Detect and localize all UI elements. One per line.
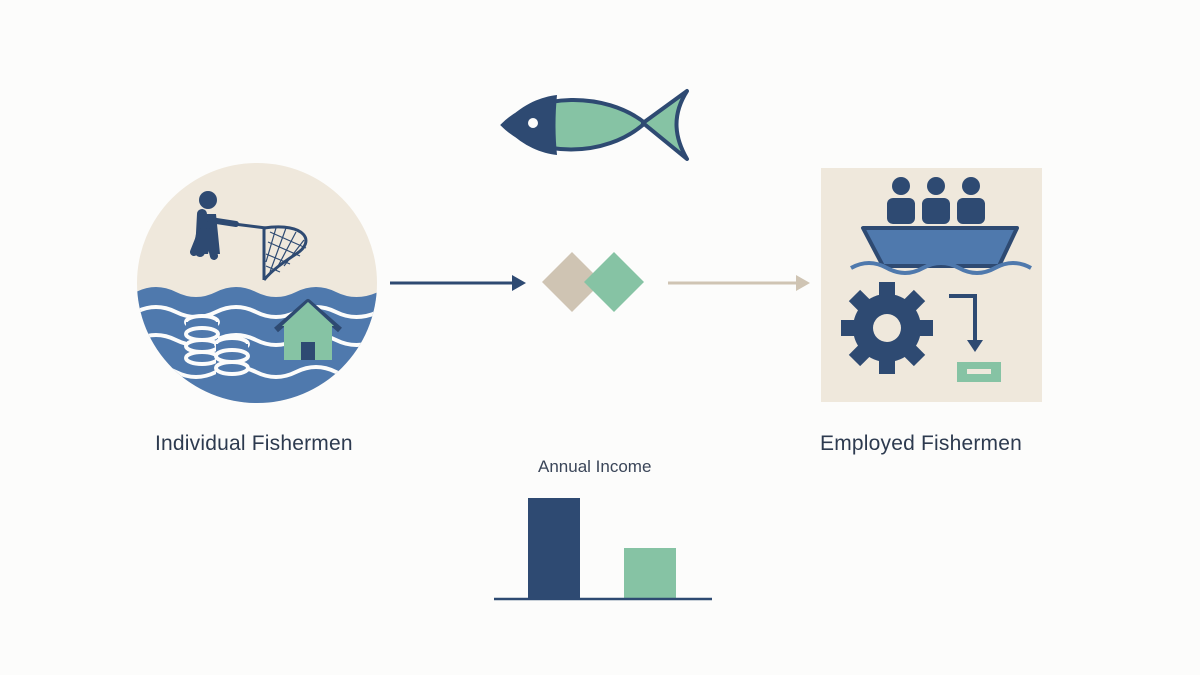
employed-fishermen-label: Employed Fishermen (820, 432, 1023, 455)
employed-fishermen-illustration (821, 168, 1042, 402)
arrow-right-icon (390, 275, 526, 291)
individual-fishermen-illustration (137, 163, 377, 403)
transition-diamonds-icon (542, 252, 644, 312)
bar-individual-fishermen (528, 498, 580, 598)
fish-icon (500, 89, 689, 161)
arrow-right-icon (668, 275, 810, 291)
individual-fishermen-label: Individual Fishermen (155, 432, 353, 455)
chart-title: Annual Income (538, 457, 652, 476)
bar-employed-fishermen (624, 548, 676, 598)
annual-income-chart (494, 498, 712, 601)
